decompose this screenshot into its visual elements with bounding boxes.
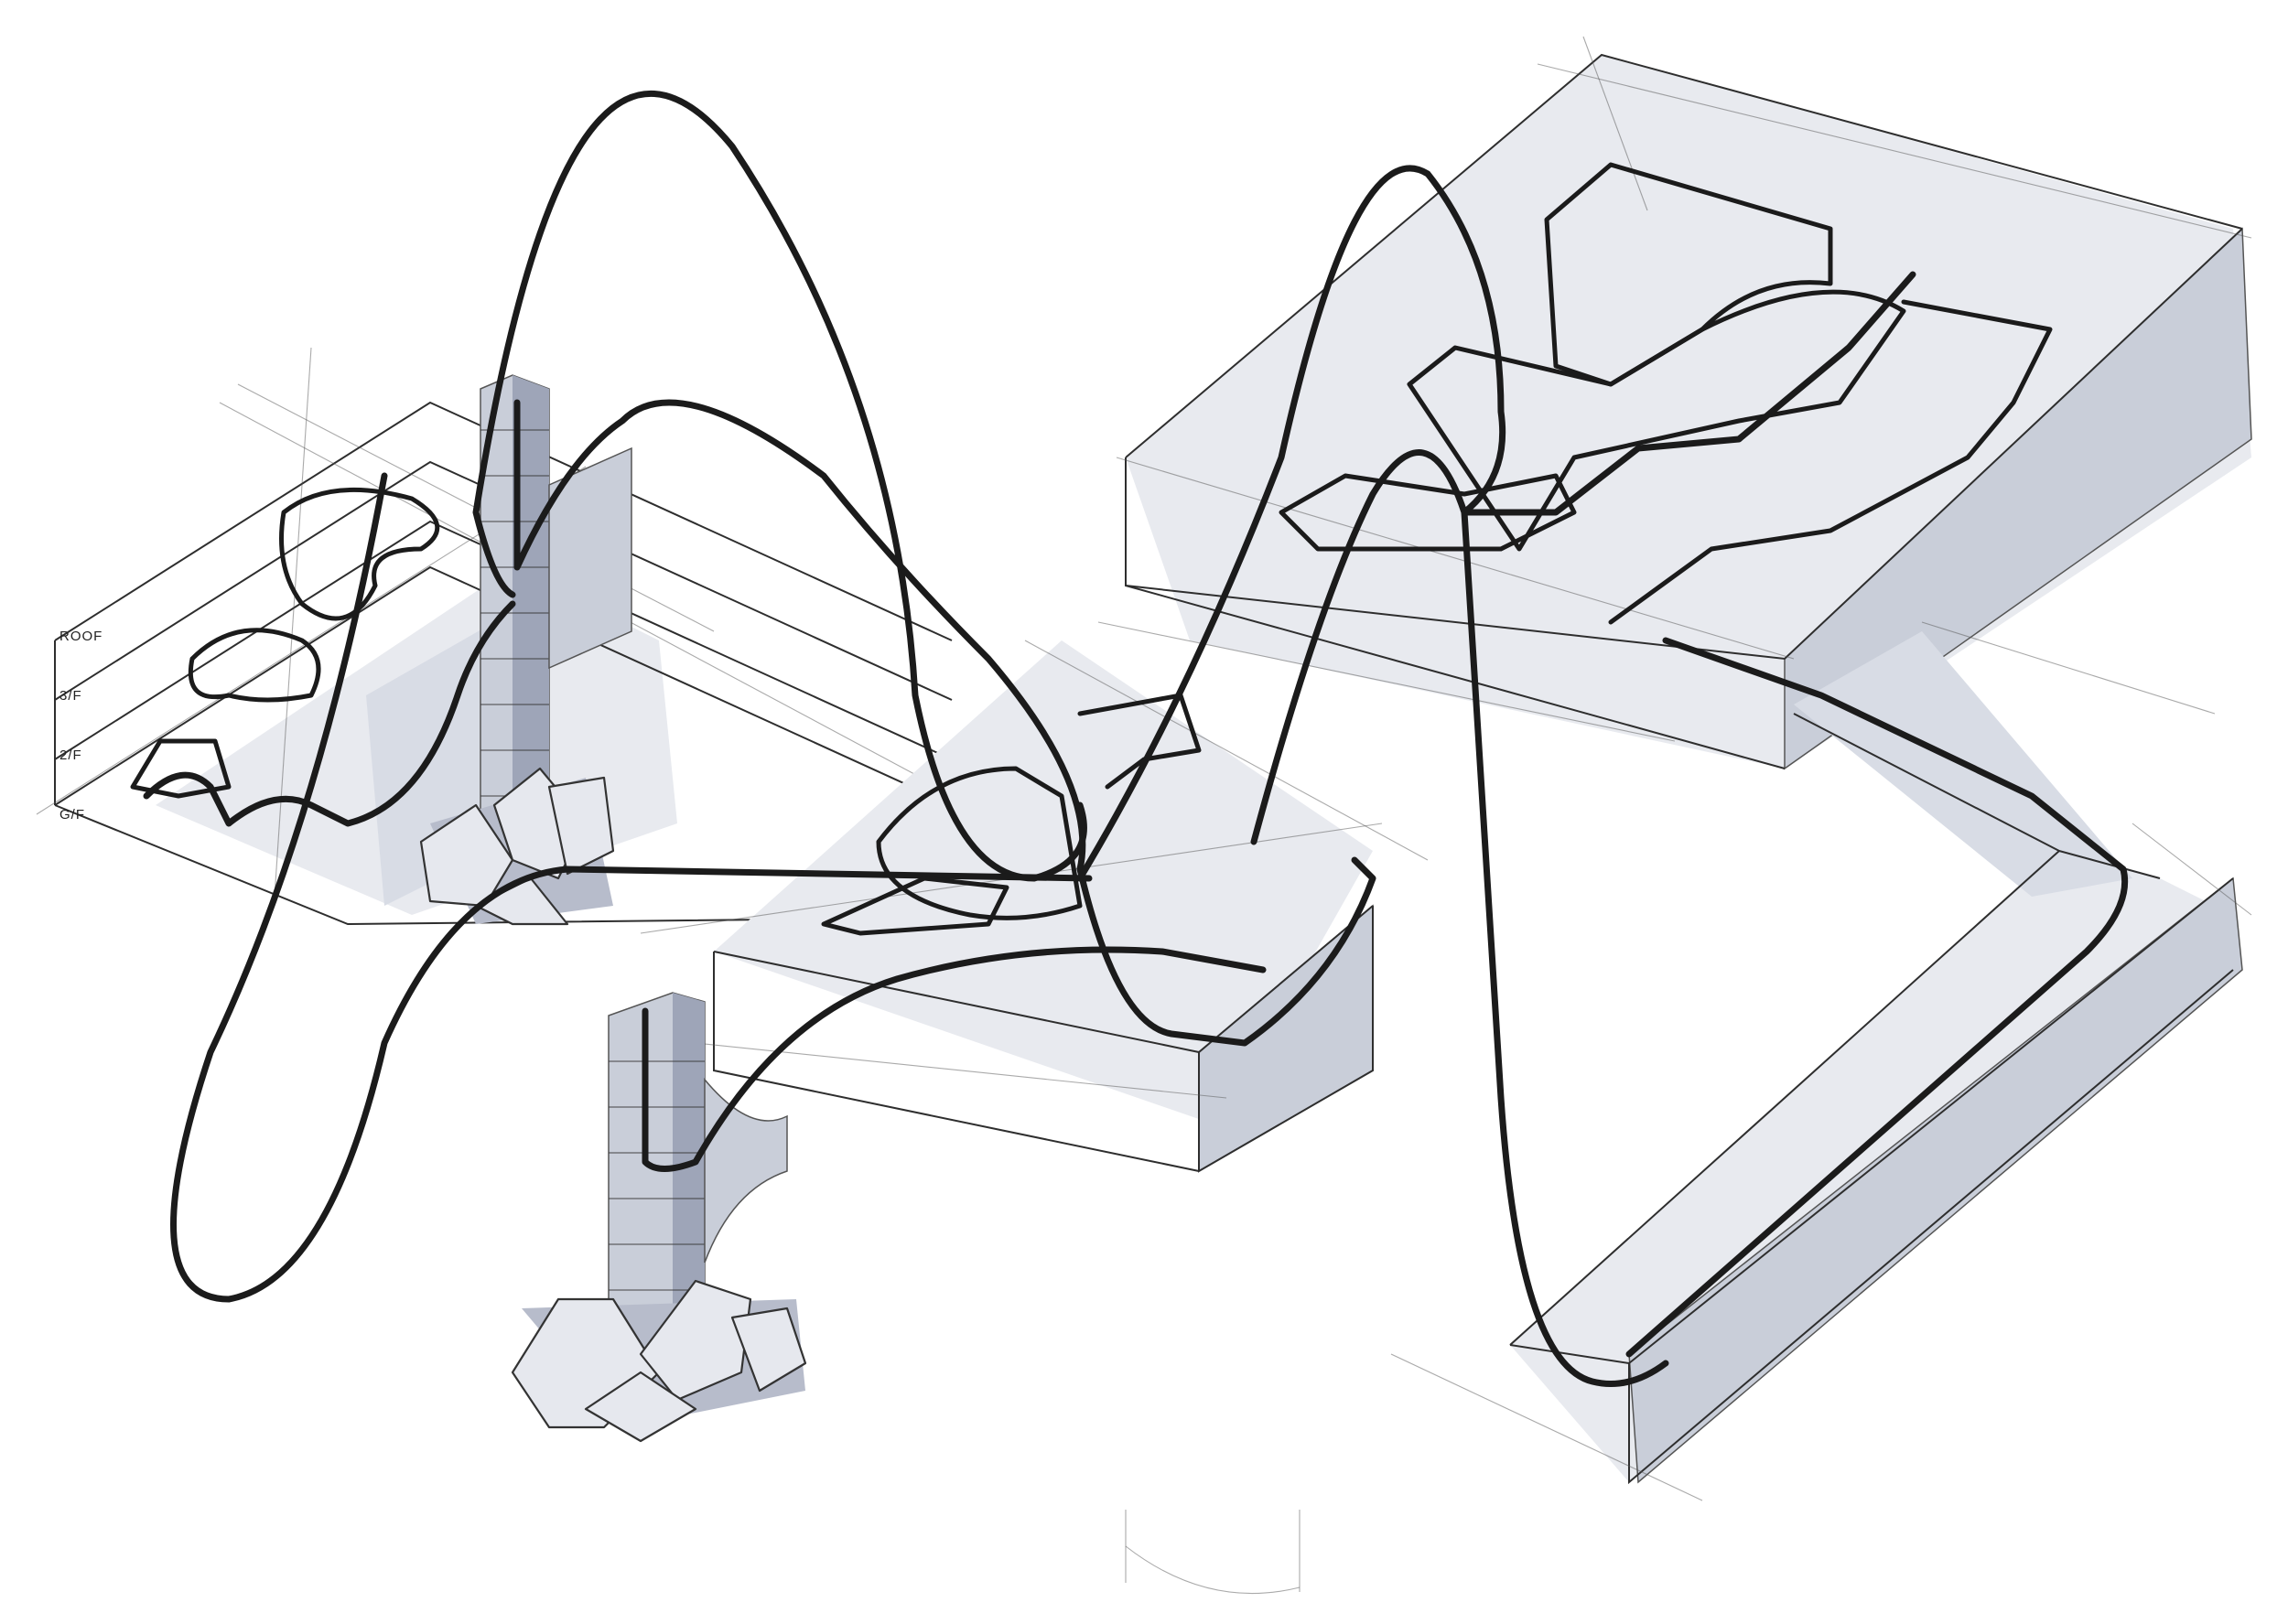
circulation-path bbox=[130, 91, 2129, 1387]
right-lower-slab bbox=[1390, 621, 2252, 1501]
level-label-3f: 3/F bbox=[59, 688, 82, 704]
rock-cluster-left bbox=[419, 767, 615, 926]
level-label-roof: ROOF bbox=[59, 629, 103, 644]
right-upper-slab bbox=[1097, 36, 2252, 770]
construction-lines bbox=[1125, 1510, 1300, 1595]
wall-panel bbox=[548, 446, 632, 670]
rock-cluster-center bbox=[511, 1279, 807, 1443]
core-tower-center bbox=[608, 992, 788, 1392]
level-labels: ROOF 3/F 2/F G/F bbox=[59, 629, 103, 823]
level-label-gf: G/F bbox=[59, 807, 85, 823]
level-label-2f: 2/F bbox=[59, 747, 82, 763]
